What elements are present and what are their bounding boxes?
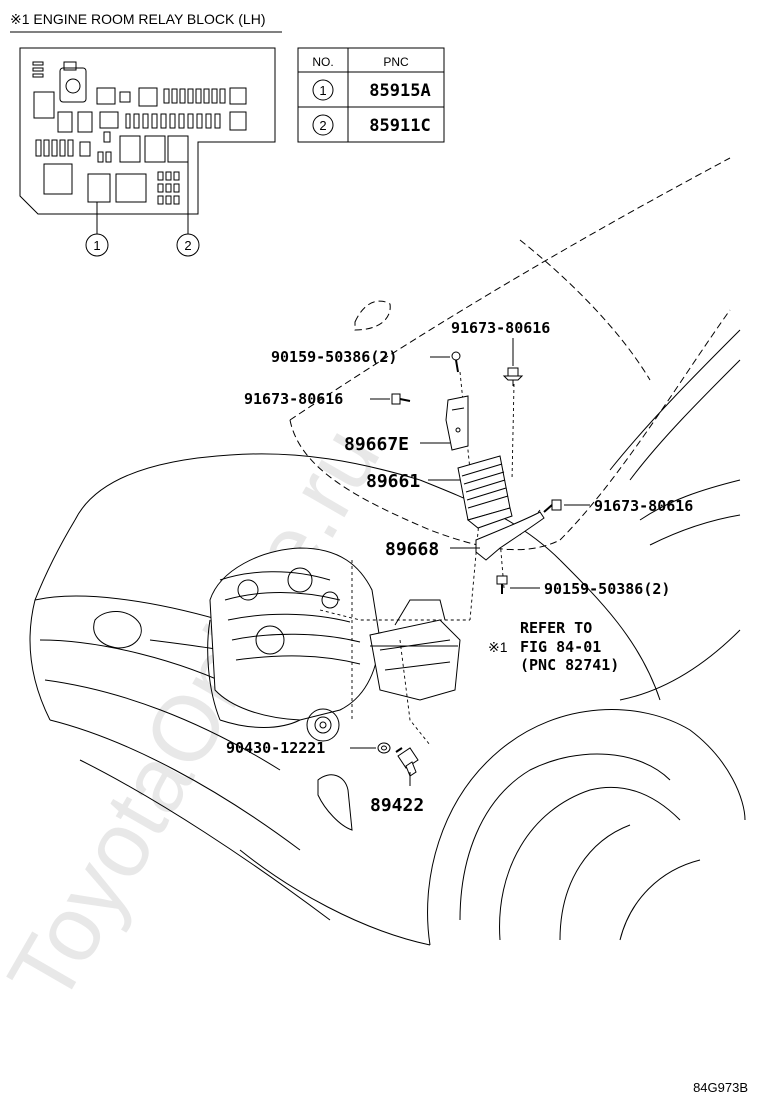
relay-block-diagram (19, 47, 276, 234)
parts-group (319, 351, 562, 777)
label-refer-line2: FIG 84-01 (520, 638, 601, 656)
callout-2-label: 2 (184, 238, 191, 253)
callout-2: 2 (176, 233, 200, 257)
table-row-1-pnc: 85915A (369, 81, 430, 101)
bolt-upper-left-icon (451, 351, 461, 373)
table-row-2-no: 2 (319, 118, 326, 133)
sensor-icon (395, 747, 419, 777)
pnc-table: NO. PNC 1 85915A 2 85911C (297, 47, 445, 143)
label-refer-line1: REFER TO (520, 619, 592, 637)
vehicle-body-outline (29, 157, 746, 946)
table-row-2-pnc: 85911C (369, 116, 430, 136)
engine-illustration (207, 547, 461, 742)
bolt-mid-left-icon (391, 393, 411, 405)
watermark: ToyotaOnline.ru (0, 411, 400, 1020)
label-bolt-right: 91673-80616 (594, 497, 693, 515)
callout-1: 1 (85, 233, 109, 257)
label-bracket-lower: 89668 (385, 539, 439, 560)
label-bolt-upper-left: 90159-50386(2) (271, 348, 397, 366)
ecu-module (457, 455, 513, 529)
label-bolt-lower: 90159-50386(2) (544, 580, 670, 598)
gasket-icon (377, 742, 391, 754)
table-header-no: NO. (312, 55, 333, 69)
label-bolt-top: 91673-80616 (451, 319, 550, 337)
callout-1-label: 1 (93, 238, 100, 253)
table-header-pnc: PNC (383, 55, 409, 69)
label-ecu: 89661 (366, 471, 420, 492)
label-bolt-mid-left: 91673-80616 (244, 390, 343, 408)
bolt-lower-icon (496, 575, 508, 594)
label-bracket: 89667E (344, 434, 409, 455)
label-sensor: 89422 (370, 795, 424, 816)
bracket-upper (445, 395, 469, 451)
relay-block-title: ※1 ENGINE ROOM RELAY BLOCK (LH) (10, 11, 266, 27)
leader-lines (350, 338, 590, 786)
table-row-1-no: 1 (319, 83, 326, 98)
bracket-lower (475, 511, 545, 561)
figure-code: 84G973B (693, 1080, 748, 1095)
bolt-right-icon (543, 499, 562, 513)
label-refer-line3: (PNC 82741) (520, 656, 619, 674)
label-gasket: 90430-12221 (226, 739, 325, 757)
bolt-top-icon (502, 367, 524, 386)
label-refer-mark: ※1 (488, 639, 508, 655)
